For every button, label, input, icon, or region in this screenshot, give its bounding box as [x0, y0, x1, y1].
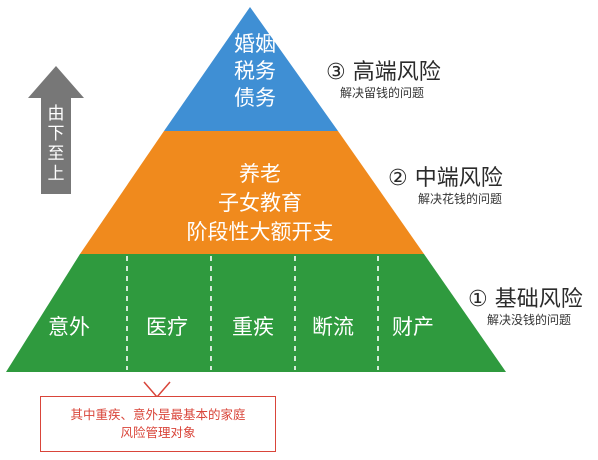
base-tier-dividers [126, 256, 379, 370]
note-callout: 其中重疾、意外是最基本的家庭 风险管理对象 [40, 396, 276, 452]
arrow-char: 下 [47, 124, 65, 144]
arrow-char: 由 [47, 104, 65, 124]
pyramid-base-tier [6, 254, 506, 372]
base-tier-item: 重疾 [232, 315, 274, 339]
top-tier-line: 债务 [234, 86, 276, 110]
middle-tier-text: 养老 子女教育 阶段性大额开支 [130, 160, 390, 247]
middle-tier-line: 子女教育 [218, 191, 302, 215]
middle-tier-line: 养老 [239, 162, 281, 186]
high-risk-subtitle: 解决留钱的问题 [340, 86, 425, 100]
pyramid-top-tier [164, 7, 338, 131]
pyramid-middle-tier [80, 131, 424, 254]
top-tier-text: 婚姻 税务 债务 [205, 31, 305, 112]
middle-risk-subtitle: 解决花钱的问题 [418, 192, 503, 206]
middle-risk-label: ② 中端风险 解决花钱的问题 [388, 166, 503, 207]
top-tier-line: 婚姻 [234, 32, 276, 56]
note-line: 其中重疾、意外是最基本的家庭 [70, 407, 246, 422]
base-risk-subtitle: 解决没钱的问题 [487, 313, 572, 327]
base-tier-item: 医疗 [146, 315, 188, 339]
base-risk-label: ① 基础风险 解决没钱的问题 [468, 287, 583, 328]
arrow-label: 由 下 至 上 [43, 104, 69, 184]
arrow-char: 上 [47, 164, 65, 184]
base-tier-item: 断流 [312, 315, 354, 339]
top-tier-line: 税务 [234, 59, 276, 83]
base-tier-item: 意外 [48, 315, 90, 339]
high-risk-title: ③ 高端风险 [326, 60, 441, 85]
high-risk-label: ③ 高端风险 解决留钱的问题 [326, 60, 441, 101]
note-line: 风险管理对象 [120, 425, 196, 440]
base-tier-item: 财产 [392, 315, 434, 339]
base-risk-title: ① 基础风险 [468, 287, 583, 312]
note-pointer [143, 381, 171, 399]
middle-tier-line: 阶段性大额开支 [186, 220, 334, 244]
up-arrow-icon [28, 66, 84, 194]
arrow-char: 至 [47, 144, 65, 164]
middle-risk-title: ② 中端风险 [388, 166, 503, 191]
